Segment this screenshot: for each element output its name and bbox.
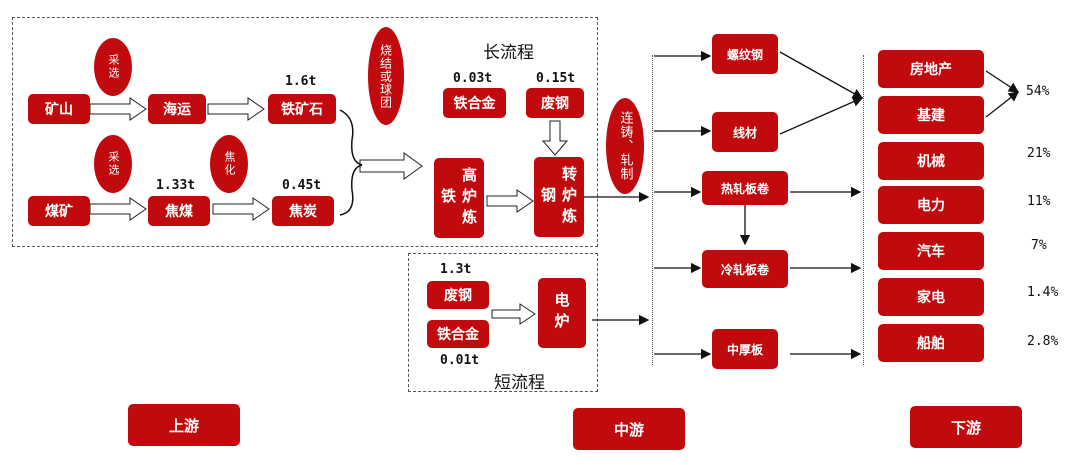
sinter-pellet-oval: 烧结或球团: [368, 27, 404, 125]
pct-machinery: 21%: [1027, 146, 1051, 161]
beneficiation-oval-1: 采选: [94, 38, 132, 96]
scrap-short-node: 废钢: [427, 281, 489, 309]
converter-node: 转炉炼钢: [534, 157, 584, 237]
cold-rolled-coil-node: 冷轧板卷: [702, 250, 788, 288]
downstream-shipbuilding: 船舶: [878, 324, 984, 362]
short-process-frame: [408, 253, 598, 392]
downstream-infrastructure: 基建: [878, 96, 984, 134]
wire-rod-node: 线材: [712, 112, 778, 152]
medium-plate-node: 中厚板: [712, 329, 778, 369]
ferroalloy-long-tonnage: 0.03t: [453, 71, 493, 86]
midstream-divider: [652, 55, 653, 365]
pct-real-estate-infra: 54%: [1026, 84, 1050, 99]
hot-rolled-coil-node: 热轧板卷: [702, 171, 788, 205]
long-process-title: 长流程: [483, 43, 534, 63]
scrap-long-tonnage: 0.15t: [536, 71, 576, 86]
scrap-short-tonnage: 1.3t: [440, 262, 472, 277]
ferroalloy-short-node: 铁合金: [427, 320, 489, 348]
ferroalloy-long-node: 铁合金: [443, 88, 506, 118]
iron-ore-node: 铁矿石: [268, 94, 336, 124]
pct-shipbuilding: 2.8%: [1027, 334, 1059, 349]
coking-oval: 焦化: [210, 135, 248, 193]
downstream-real-estate: 房地产: [878, 50, 984, 88]
pct-appliance: 1.4%: [1027, 285, 1059, 300]
pct-power: 11%: [1027, 194, 1051, 209]
tier-downstream: 下游: [910, 406, 1022, 448]
tier-midstream: 中游: [573, 408, 685, 450]
downstream-appliance: 家电: [878, 278, 984, 316]
beneficiation-oval-2: 采选: [94, 135, 132, 193]
coking-coal-tonnage: 1.33t: [156, 178, 196, 193]
pct-auto: 7%: [1031, 238, 1047, 253]
downstream-auto: 汽车: [878, 232, 984, 270]
short-process-title: 短流程: [494, 373, 545, 393]
coke-node: 焦炭: [272, 196, 334, 226]
blast-furnace-node: 高炉炼铁: [434, 158, 484, 238]
coke-tonnage: 0.45t: [282, 178, 322, 193]
tier-upstream: 上游: [128, 404, 240, 446]
coking-coal-node: 焦煤: [148, 196, 210, 226]
coal-mine-node: 煤矿: [28, 196, 90, 226]
casting-rolling-oval: 连铸、轧制: [606, 98, 644, 194]
rebar-node: 螺纹钢: [712, 34, 778, 74]
downstream-power: 电力: [878, 186, 984, 224]
mine-node: 矿山: [28, 94, 90, 124]
shipping-node: 海运: [148, 94, 206, 124]
electric-furnace-node: 电炉: [538, 278, 586, 348]
ferroalloy-short-tonnage: 0.01t: [440, 353, 480, 368]
long-process-frame: [12, 17, 598, 247]
iron-ore-tonnage: 1.6t: [285, 74, 317, 89]
scrap-long-node: 废钢: [526, 88, 584, 118]
downstream-divider: [863, 55, 864, 365]
downstream-machinery: 机械: [878, 142, 984, 180]
